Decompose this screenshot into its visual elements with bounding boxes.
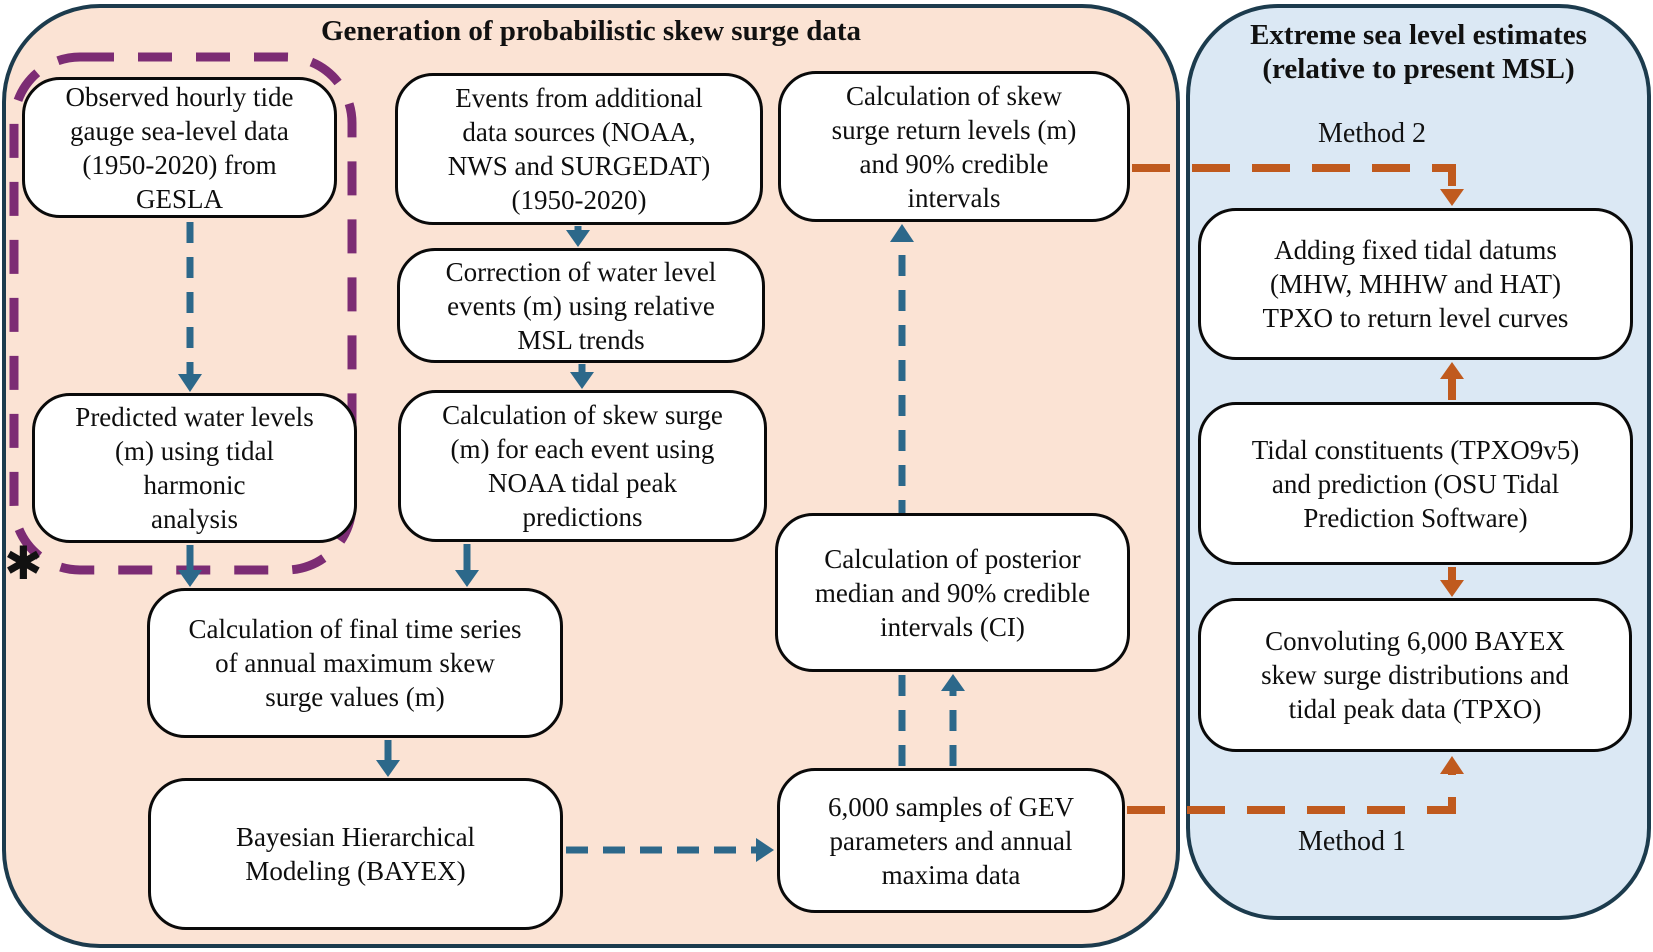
node-posterior-median: Calculation of posterior median and 90% …: [775, 513, 1130, 672]
node-predicted-water-levels: Predicted water levels (m) using tidal h…: [32, 393, 357, 543]
node-return-levels: Calculation of skew surge return levels …: [778, 71, 1130, 222]
node-final-time-series: Calculation of final time series of annu…: [147, 588, 563, 738]
asterisk-footnote-marker: ✱: [4, 536, 43, 590]
method-1-label: Method 1: [1297, 826, 1407, 857]
node-bayesian-modeling: Bayesian Hierarchical Modeling (BAYEX): [148, 778, 563, 930]
method-2-label: Method 2: [1317, 118, 1427, 149]
node-observed-tide-data: Observed hourly tide gauge sea-level dat…: [22, 77, 337, 218]
right-panel-title: Extreme sea level estimates (relative to…: [1250, 19, 1587, 85]
node-fixed-tidal-datums: Adding fixed tidal datums (MHW, MHHW and…: [1198, 208, 1633, 360]
node-skew-surge-per-event: Calculation of skew surge (m) for each e…: [398, 390, 767, 542]
node-water-level-correction: Correction of water level events (m) usi…: [397, 248, 765, 363]
node-convoluting-distributions: Convoluting 6,000 BAYEX skew surge distr…: [1198, 598, 1632, 752]
node-tidal-constituents: Tidal constituents (TPXO9v5) and predict…: [1198, 402, 1633, 565]
left-panel-title: Generation of probabilistic skew surge d…: [321, 15, 861, 47]
node-gev-samples: 6,000 samples of GEV parameters and annu…: [777, 768, 1125, 913]
node-additional-events: Events from additional data sources (NOA…: [395, 73, 763, 225]
